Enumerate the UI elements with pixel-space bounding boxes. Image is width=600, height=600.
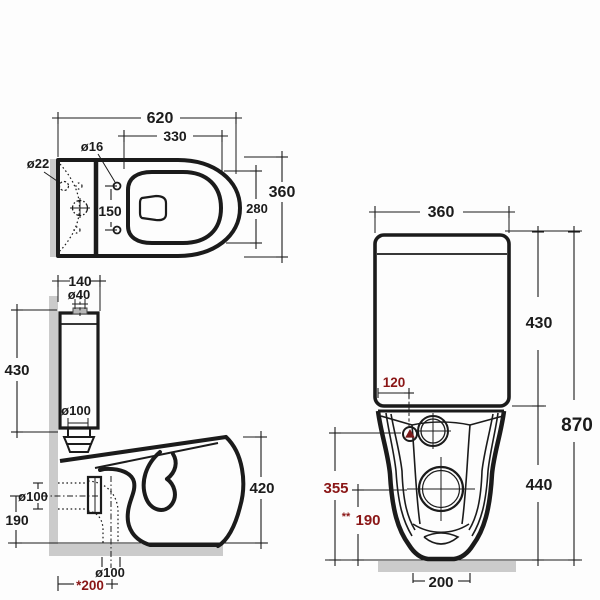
dim-front-bowl-height: 440 [526,412,553,566]
dim-text-360-plan: 360 [269,184,296,201]
dim-side-bowl-height: 420 [243,431,275,549]
dim-text-dia22: ø22 [27,156,49,171]
dim-text-430-front: 430 [526,315,553,332]
outlet-hole-front [407,457,475,521]
side-view: 140 ø40 430 ø100 ø100 [4,273,274,593]
dim-text-190-front: 190 [355,512,380,529]
seat-opening-plan [126,170,223,245]
siphon-curve [141,450,177,512]
dim-text-355: 355 [323,480,348,497]
plan-view: 620 330 360 280 [27,110,295,263]
dim-text-360-front: 360 [428,204,455,221]
dim-text-440: 440 [526,477,553,494]
floor-section-front [378,561,516,572]
leader-fixing-hole-dia: ø16 [81,139,116,183]
wall-section-side [49,296,58,556]
bowl-underside-curve [98,466,152,547]
front-view: 360 [323,204,592,591]
dim-text-620: 620 [147,110,174,127]
dim-side-outlet-height: 190 [5,495,29,548]
outlet-plumbing-dotted [42,476,119,568]
siphon-hook [165,452,178,481]
dim-text-200: 200 [428,574,453,591]
elbow-inner-dotted [87,510,104,543]
dim-text-dia100-flush: ø100 [61,403,91,418]
wall-section-plan [50,159,58,257]
bowl-side-profile [59,435,246,548]
dim-text-dia16: ø16 [81,139,103,154]
bowl-front-curve [216,435,246,548]
dim-plan-seat-width: 280 [224,165,268,249]
dim-text-star200: *200 [76,578,104,593]
dim-front-supply-height: 355 [323,427,401,566]
bowl-front-contours [380,412,504,545]
dim-text-120: 120 [383,375,406,390]
dim-text-280: 280 [246,201,268,216]
rim-top-line [59,435,227,463]
dim-plan-overall-length: 620 [52,110,242,174]
supply-hole-marker [402,426,418,442]
dim-side-flush-dia: ø100 [61,403,91,428]
flush-hole-plan [138,194,168,222]
dim-plan-hole-spacing: 150 [98,185,122,231]
dim-front-total-height: 870 [561,226,593,566]
bowl-outline-plan [56,158,242,258]
dim-front-cistern-height: 430 [505,226,582,412]
lid-hole-dotted-top [75,182,83,190]
dim-text-140: 140 [68,273,92,289]
triangle-marker [405,429,415,438]
dim-front-outlet-height: ** 190 [342,484,407,566]
dim-side-inlet-offset: 140 [52,273,106,311]
dim-side-wall-distance: *200 [57,576,118,593]
dim-front-base-width: 200 [412,573,471,591]
lid-hole-dia22 [58,180,70,192]
dim-text-dia100-wall: ø100 [18,489,48,504]
dim-text-dia100-floor: ø100 [95,565,125,580]
dim-text-420: 420 [249,480,274,497]
dim-side-wall-outlet-dia: ø100 [18,482,48,510]
dim-front-inlet-offset: 120 [377,375,414,426]
dim-text-dia40: ø40 [68,287,90,302]
dim-text-330: 330 [163,128,187,144]
dim-side-cistern-height: 430 [4,304,58,438]
dim-plan-overall-width: 360 [244,151,295,263]
dim-plan-seat-length: 330 [118,128,228,174]
outlet-spigot [86,475,103,515]
dim-text-190-side: 190 [5,512,29,528]
leader-lid-hole-dia: ø22 [27,156,61,184]
dim-text-stars: ** [342,511,351,523]
inlet-hole-front [415,413,451,449]
dim-text-430-side: 430 [4,362,29,379]
flush-connection-side [62,428,96,453]
dim-text-150: 150 [98,203,122,219]
cistern-front [373,233,511,408]
dim-side-floor-outlet: ø100 [95,557,125,580]
bowl-outline-front [375,410,507,562]
dim-text-870: 870 [561,415,593,436]
